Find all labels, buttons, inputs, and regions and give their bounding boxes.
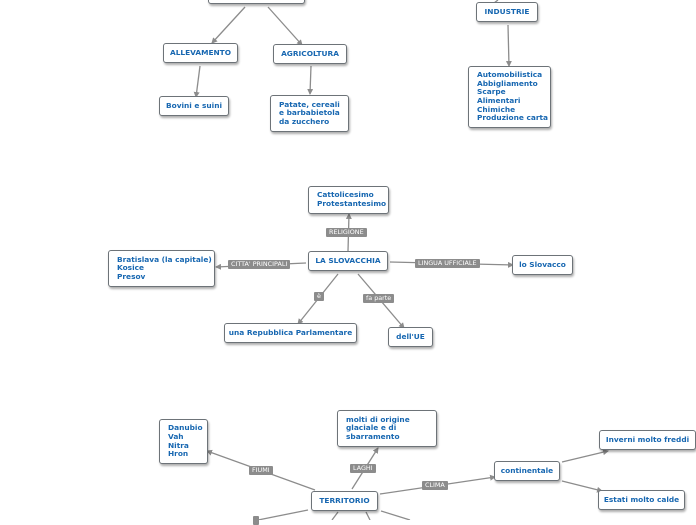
node-ue[interactable]: dell'UE [388, 327, 433, 347]
node-label: ALLEVAMENTO [169, 47, 232, 57]
node-fiumi-values[interactable]: Danubio Vah Nitra Hron [159, 419, 208, 464]
edge-label-partial [253, 516, 259, 525]
node-territorio[interactable]: TERRITORIO [311, 491, 378, 511]
node-label: Estati molto calde [603, 494, 680, 504]
root-node-partial[interactable] [208, 0, 305, 4]
edge-label-religione: RELIGIONE [326, 228, 367, 237]
edge-label-e: è [314, 292, 324, 301]
node-lingua-value[interactable]: lo Slovacco [512, 255, 573, 275]
node-label: INDUSTRIE [484, 6, 530, 16]
node-slovacchia[interactable]: LA SLOVACCHIA [308, 251, 388, 271]
edge-territorio-out-3 [365, 511, 371, 520]
edge-industrie-list [505, 24, 512, 67]
node-religione-values[interactable]: Cattolicesimo Protestantesimo [308, 186, 389, 214]
node-label: Bratislava (la capitale) Kosice Presov [117, 254, 212, 281]
edge-label-lingua: LINGUA UFFICIALE [415, 259, 480, 268]
node-label: una Repubblica Parlamentare [228, 327, 353, 337]
node-label: LA SLOVACCHIA [315, 255, 381, 265]
node-bovini[interactable]: Bovini e suini [159, 96, 229, 116]
edge-label-fa-parte: fa parte [363, 294, 395, 303]
edge-territorio-out-2 [331, 511, 339, 520]
edge-label-citta: CITTA' PRINCIPALI [228, 260, 291, 269]
node-label: molti di origine glaciale e di sbarramen… [346, 414, 410, 441]
edge-root-agricoltura [267, 6, 303, 46]
edge-label-clima: CLIMA [422, 481, 448, 490]
edge-allevamento-bovini [193, 65, 201, 98]
node-continentale[interactable]: continentale [494, 461, 560, 481]
edge-label-laghi: LAGHI [350, 464, 376, 473]
edge-continentale-inverni [561, 449, 609, 463]
node-citta-values[interactable]: Bratislava (la capitale) Kosice Presov [108, 250, 215, 287]
node-repubblica[interactable]: una Repubblica Parlamentare [224, 323, 357, 343]
node-label: Inverni molto freddi [605, 434, 690, 444]
node-industrie[interactable]: INDUSTRIE [476, 2, 538, 22]
node-inverni[interactable]: Inverni molto freddi [599, 430, 696, 450]
node-label: Bovini e suini [165, 100, 222, 110]
node-label: TERRITORIO [319, 495, 370, 505]
node-industrie-list[interactable]: Automobilistica Abbigliamento Scarpe Ali… [468, 66, 551, 128]
node-label: lo Slovacco [519, 259, 566, 269]
node-laghi-values[interactable]: molti di origine glaciale e di sbarramen… [337, 410, 437, 447]
node-allevamento[interactable]: ALLEVAMENTO [163, 43, 238, 63]
edge-territorio-out-4 [380, 510, 411, 520]
node-label: Danubio Vah Nitra Hron [168, 423, 203, 459]
edge-territorio-out-1 [257, 509, 309, 520]
node-patate[interactable]: Patate, cereali e barbabietola da zucche… [270, 95, 349, 132]
node-label: dell'UE [396, 331, 425, 341]
node-label: Automobilistica Abbigliamento Scarpe Ali… [477, 70, 548, 123]
node-label: Patate, cereali e barbabietola da zucche… [279, 99, 340, 126]
node-agricoltura[interactable]: AGRICOLTURA [273, 44, 347, 64]
node-estati[interactable]: Estati molto calde [598, 490, 685, 510]
node-label: Cattolicesimo Protestantesimo [317, 190, 387, 208]
edge-root-allevamento [211, 6, 246, 44]
node-label: continentale [500, 465, 554, 475]
edge-label-fiumi: FIUMI [249, 466, 273, 475]
node-label: AGRICOLTURA [281, 48, 339, 58]
edge-continentale-estati [561, 480, 603, 493]
edge-agricoltura-patate [307, 65, 314, 95]
